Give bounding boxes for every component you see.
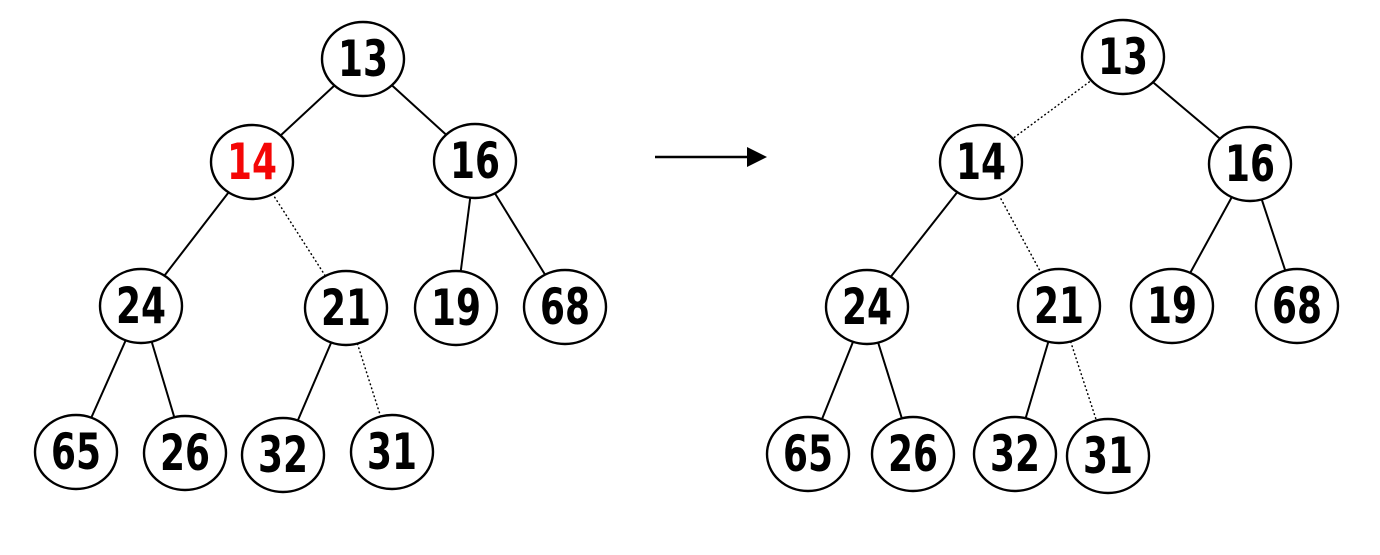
node-value: 31 bbox=[367, 423, 417, 481]
node-circle bbox=[98, 267, 184, 345]
node-value: 31 bbox=[1083, 427, 1133, 485]
tree-node-after-65: 65 bbox=[765, 415, 851, 493]
node-value: 13 bbox=[1098, 28, 1148, 86]
tree-node-before-16: 16 bbox=[432, 122, 518, 200]
node-value: 24 bbox=[116, 277, 166, 335]
node-circle bbox=[1016, 267, 1102, 345]
node-circle bbox=[1207, 125, 1293, 203]
node-circle bbox=[1080, 18, 1166, 96]
node-circle bbox=[240, 416, 326, 494]
node-circle bbox=[1254, 267, 1340, 345]
tree-node-before-21: 21 bbox=[303, 269, 389, 347]
tree-node-after-16: 16 bbox=[1207, 125, 1293, 203]
node-circle bbox=[1065, 417, 1151, 495]
tree-node-before-24: 24 bbox=[98, 267, 184, 345]
node-value: 65 bbox=[783, 425, 833, 483]
node-circle bbox=[349, 413, 435, 491]
tree-node-before-68: 68 bbox=[522, 268, 608, 346]
node-circle bbox=[522, 268, 608, 346]
node-circle bbox=[1129, 267, 1215, 345]
node-value: 21 bbox=[1034, 277, 1084, 335]
node-value: 32 bbox=[258, 426, 308, 484]
node-circle bbox=[824, 268, 910, 346]
node-value: 16 bbox=[1225, 135, 1275, 193]
node-value: 14 bbox=[227, 133, 277, 191]
node-value: 19 bbox=[431, 279, 481, 337]
transform-arrow bbox=[655, 147, 767, 167]
node-circle bbox=[972, 415, 1058, 493]
tree-node-before-13: 13 bbox=[320, 20, 406, 98]
tree-node-before-19: 19 bbox=[413, 269, 499, 347]
tree-node-after-31: 31 bbox=[1065, 417, 1151, 495]
node-circle bbox=[142, 414, 228, 492]
node-circle bbox=[303, 269, 389, 347]
tree-node-after-24: 24 bbox=[824, 268, 910, 346]
tree-node-after-68: 68 bbox=[1254, 267, 1340, 345]
tree-node-after-32: 32 bbox=[972, 415, 1058, 493]
tree-after: 13 14 16 24 21 19 68 65 26 32 31 bbox=[765, 18, 1340, 495]
node-circle bbox=[432, 122, 518, 200]
node-value: 32 bbox=[990, 425, 1040, 483]
node-circle bbox=[209, 123, 295, 201]
tree-node-before-26: 26 bbox=[142, 414, 228, 492]
tree-node-after-14: 14 bbox=[938, 123, 1024, 201]
tree-node-before-32: 32 bbox=[240, 416, 326, 494]
node-circle bbox=[413, 269, 499, 347]
node-value: 68 bbox=[1272, 277, 1322, 335]
tree-node-before-65: 65 bbox=[33, 413, 119, 491]
node-value: 21 bbox=[321, 279, 371, 337]
tree-node-after-26: 26 bbox=[870, 415, 956, 493]
node-circle bbox=[938, 123, 1024, 201]
tree-node-after-13: 13 bbox=[1080, 18, 1166, 96]
node-value: 14 bbox=[956, 133, 1006, 191]
tree-node-before-14: 14 bbox=[209, 123, 295, 201]
node-value: 26 bbox=[160, 424, 210, 482]
node-value: 26 bbox=[888, 425, 938, 483]
node-circle bbox=[320, 20, 406, 98]
node-value: 68 bbox=[540, 278, 590, 336]
node-value: 19 bbox=[1147, 277, 1197, 335]
tree-node-after-21: 21 bbox=[1016, 267, 1102, 345]
arrow-head bbox=[747, 147, 767, 167]
node-value: 13 bbox=[338, 30, 388, 88]
node-value: 65 bbox=[51, 423, 101, 481]
node-value: 24 bbox=[842, 278, 892, 336]
tree-node-before-31: 31 bbox=[349, 413, 435, 491]
node-circle bbox=[33, 413, 119, 491]
tree-before: 13 14 16 24 21 19 68 65 26 32 31 bbox=[33, 20, 608, 494]
tree-node-after-19: 19 bbox=[1129, 267, 1215, 345]
node-circle bbox=[870, 415, 956, 493]
node-value: 16 bbox=[450, 132, 500, 190]
node-circle bbox=[765, 415, 851, 493]
